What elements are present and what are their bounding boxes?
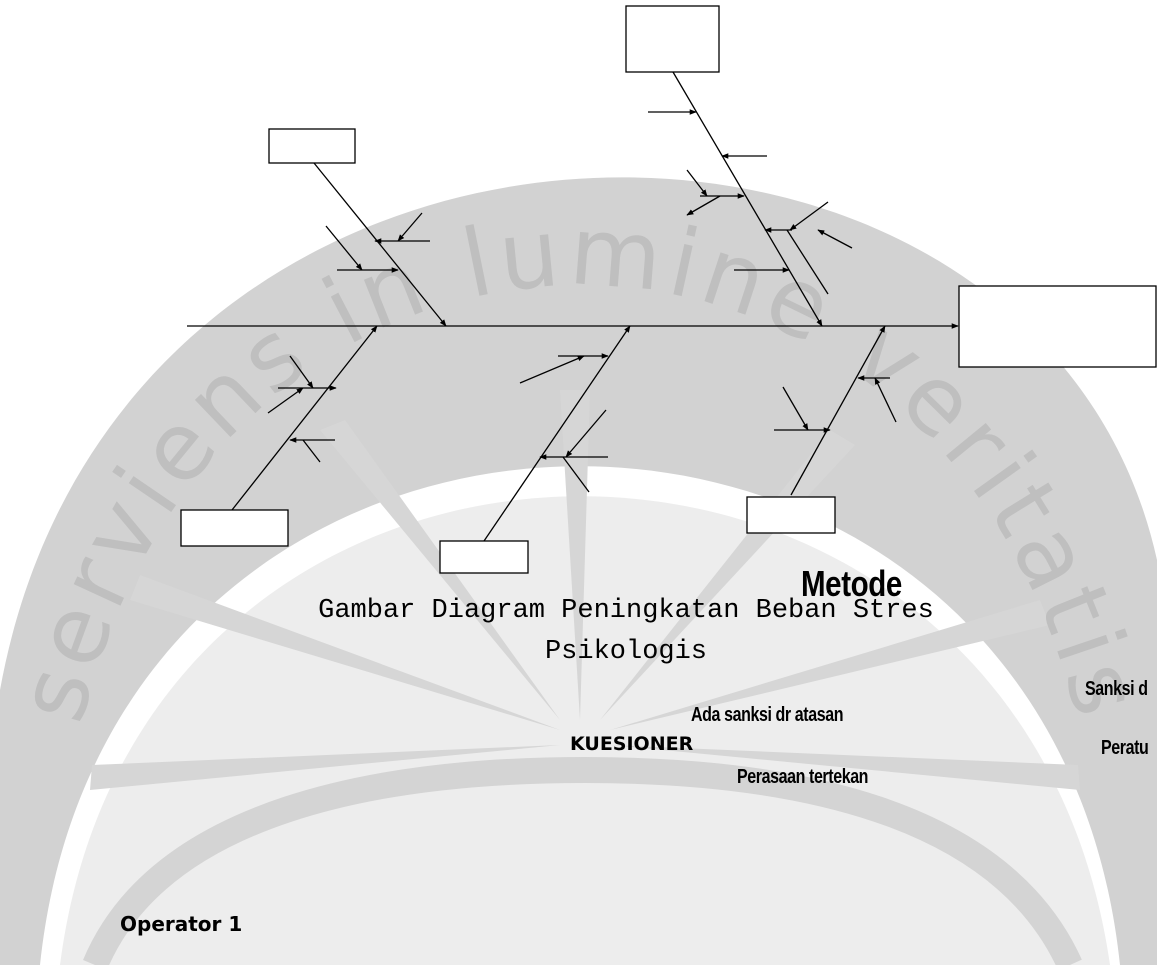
arrow-sub [325, 225, 363, 271]
bone-bottom-left [231, 325, 378, 511]
note-sanksi-cut: Sanksi d [1085, 678, 1148, 700]
arrow-sub [302, 439, 321, 463]
watermark-arch-outer [0, 177, 1157, 965]
note-ada-sanksi: Ada sanksi dr atasan [691, 704, 844, 726]
note-peratu-cut: Peratu [1101, 737, 1149, 759]
arrow-sub [686, 169, 708, 197]
arrow-sub [562, 456, 590, 493]
arrow-sub [397, 212, 423, 242]
arrow-sub [786, 229, 829, 295]
arrow-sub [267, 387, 304, 414]
watermark-lower-arc [83, 756, 1082, 965]
arrow-sub [289, 355, 314, 389]
cause-box-top-right [625, 5, 720, 73]
note-kuesioner: KUESIONER [570, 733, 694, 755]
arrow-sub [565, 409, 607, 458]
caption-line-1: Gambar Diagram Peningkatan Beban Stres [318, 596, 934, 626]
category-label: Metode [801, 563, 902, 604]
bone-top-left [313, 162, 447, 327]
arrow-sub [789, 201, 829, 231]
caption-line-2: Psikologis [544, 637, 708, 667]
bone-top-right [672, 71, 823, 327]
cause-box-bottom-right [746, 496, 836, 534]
bone-bottom-right [790, 325, 886, 496]
cause-box-top-left [268, 128, 356, 164]
arrow-sub [874, 377, 897, 423]
cause-box-bottom-middle [439, 540, 529, 574]
effect-box [958, 285, 1157, 368]
note-perasaan: Perasaan tertekan [737, 766, 869, 788]
note-operator: Operator 1 [120, 912, 243, 936]
arrow-sub [817, 229, 853, 249]
arrow-sub [519, 355, 585, 384]
watermark-dome [60, 496, 1110, 965]
arrow-sub [686, 195, 721, 216]
cause-box-bottom-left [180, 509, 289, 547]
arrow-sub [782, 386, 809, 431]
bone-bottom-middle [483, 325, 631, 542]
